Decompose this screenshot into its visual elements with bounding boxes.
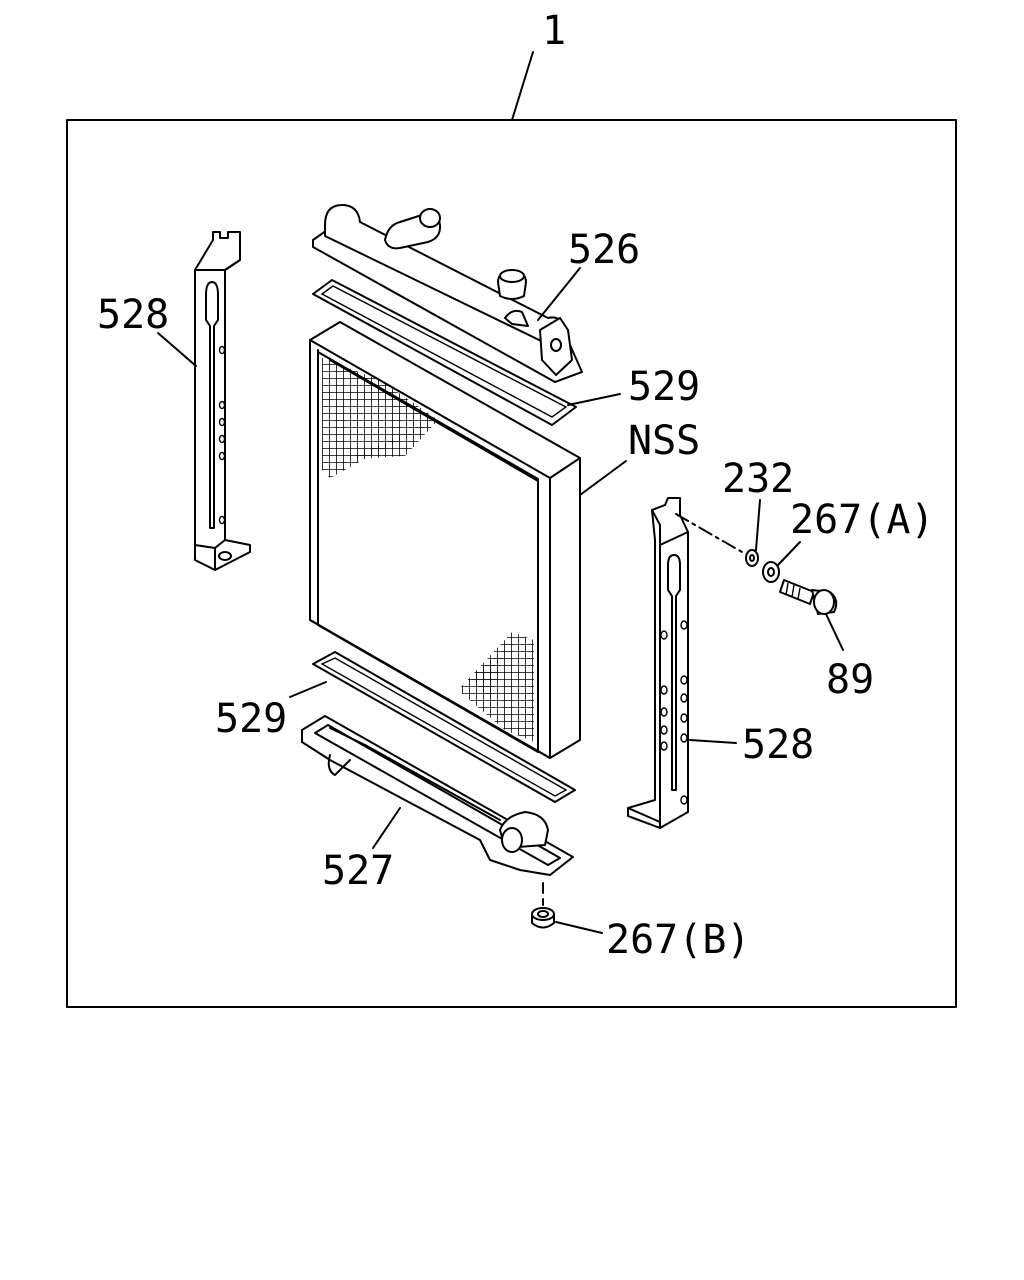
bolt-leader (825, 613, 844, 651)
left-bracket-leader (157, 332, 197, 367)
upper-tank-leader (537, 267, 581, 321)
lower-tank-leader (372, 807, 401, 849)
assembly-leader (511, 51, 534, 121)
core-leader (579, 460, 627, 496)
lower-gasket-leader (289, 681, 327, 698)
core-callout: NSS (628, 418, 700, 464)
washer-callout: 232 (722, 456, 794, 502)
lower-tank-callout: 527 (322, 848, 394, 894)
lower-tank (301, 715, 574, 876)
lower-gasket (312, 651, 576, 803)
right-bracket-leader (689, 739, 737, 744)
washer-leader (755, 499, 761, 551)
nut-a-leader (777, 541, 801, 566)
assembly-callout: 1 (542, 8, 566, 54)
bolt-axis (675, 513, 743, 553)
upper-gasket (312, 279, 577, 426)
upper-gasket-leader (567, 393, 621, 406)
washer (745, 549, 759, 567)
upper-gasket-callout: 529 (628, 364, 700, 410)
nut-b (531, 907, 555, 929)
right-bracket-callout: 528 (742, 722, 814, 768)
nut-a (762, 561, 780, 583)
lower-gasket-callout: 529 (215, 696, 287, 742)
nut-a-callout: 267(A) (790, 497, 935, 543)
upper-tank (312, 204, 583, 383)
left-bracket-callout: 528 (97, 292, 169, 338)
nut-b-leader (555, 921, 603, 934)
radiator-core (309, 321, 581, 759)
bolt (779, 579, 838, 615)
right-bracket (627, 497, 689, 829)
bolt-callout: 89 (826, 657, 874, 703)
upper-tank-callout: 526 (568, 227, 640, 273)
left-bracket (194, 231, 251, 571)
nut-b-callout: 267(B) (606, 917, 751, 963)
